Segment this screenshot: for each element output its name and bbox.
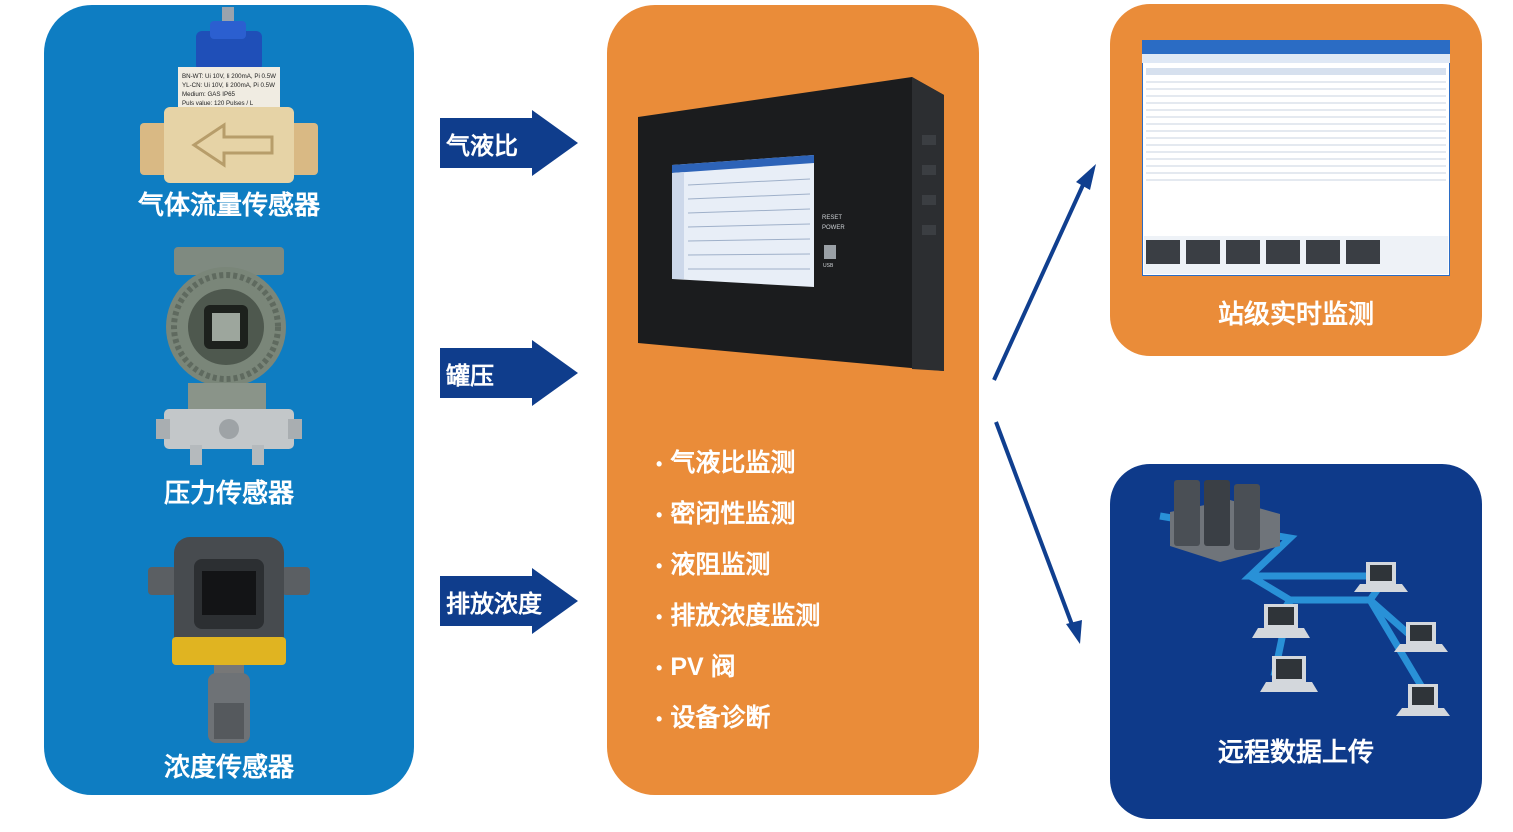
flow-label-line-4: Puls value: 120 Pulses / L [182, 100, 254, 107]
sensor-panel: BN-WT: Ui 10V, Ii 200mA, Pi 0.5W YL-CN: … [44, 5, 414, 795]
arrow-label-emission: 排放浓度 [446, 591, 542, 618]
function-label: 液阻监测 [670, 551, 771, 579]
monitoring-terminal-icon: RESET POWER USB [638, 77, 944, 371]
usb-port-label: USB [823, 263, 834, 269]
output-arrows [992, 164, 1096, 644]
remote-caption: 远程数据上传 [1217, 737, 1374, 767]
function-label: 气液比监测 [670, 449, 796, 477]
power-button-label: POWER [822, 225, 845, 231]
gas-detector-icon [148, 537, 310, 743]
function-item: •密闭性监测 [656, 500, 796, 528]
station-caption: 站级实时监测 [1217, 299, 1374, 329]
monitoring-software-screenshot-icon [1142, 40, 1450, 276]
pressure-sensor-caption: 压力传感器 [163, 478, 294, 508]
flow-sensor-caption: 气体流量传感器 [137, 190, 320, 220]
server-network-icon [1159, 480, 1450, 716]
flow-sensor-icon: BN-WT: Ui 10V, Ii 200mA, Pi 0.5W YL-CN: … [140, 7, 318, 183]
arrow-gas-liquid-ratio: 气液比 [440, 110, 580, 176]
function-item: •排放浓度监测 [656, 602, 821, 630]
function-list: •气液比监测 •密闭性监测 •液阻监测 •排放浓度监测 •PV 阀 •设备诊断 [656, 440, 820, 746]
gas-sensor-caption: 浓度传感器 [163, 752, 294, 782]
station-panel: 站级实时监测 [1110, 4, 1482, 356]
function-label: 密闭性监测 [670, 500, 796, 528]
arrow-label-ratio: 气液比 [446, 133, 518, 160]
flow-label-line-2: YL-CN: Ui 10V, Ii 200mA, Pi 0.5W [182, 82, 275, 89]
flow-label-line-1: BN-WT: Ui 10V, Ii 200mA, Pi 0.5W [182, 73, 276, 80]
function-item: •设备诊断 [656, 704, 771, 732]
arrow-label-pressure: 罐压 [446, 363, 494, 390]
arrow-head-down-icon [1066, 620, 1082, 644]
function-item: •气液比监测 [656, 449, 796, 477]
function-item: •PV 阀 [656, 653, 736, 681]
arrow-head-up-icon [1076, 164, 1096, 190]
remote-panel: 远程数据上传 [1110, 464, 1482, 819]
reset-button-label: RESET [822, 215, 842, 221]
flow-label-line-3: Medium: GAS IP65 [182, 91, 236, 98]
arrow-emission-concentration: 排放浓度 [440, 568, 580, 634]
function-item: •液阻监测 [656, 551, 771, 579]
function-label: 排放浓度监测 [670, 602, 821, 630]
arrow-tank-pressure: 罐压 [440, 340, 580, 406]
function-label: PV 阀 [670, 653, 736, 681]
function-label: 设备诊断 [670, 704, 771, 732]
pressure-transmitter-icon [156, 247, 302, 465]
